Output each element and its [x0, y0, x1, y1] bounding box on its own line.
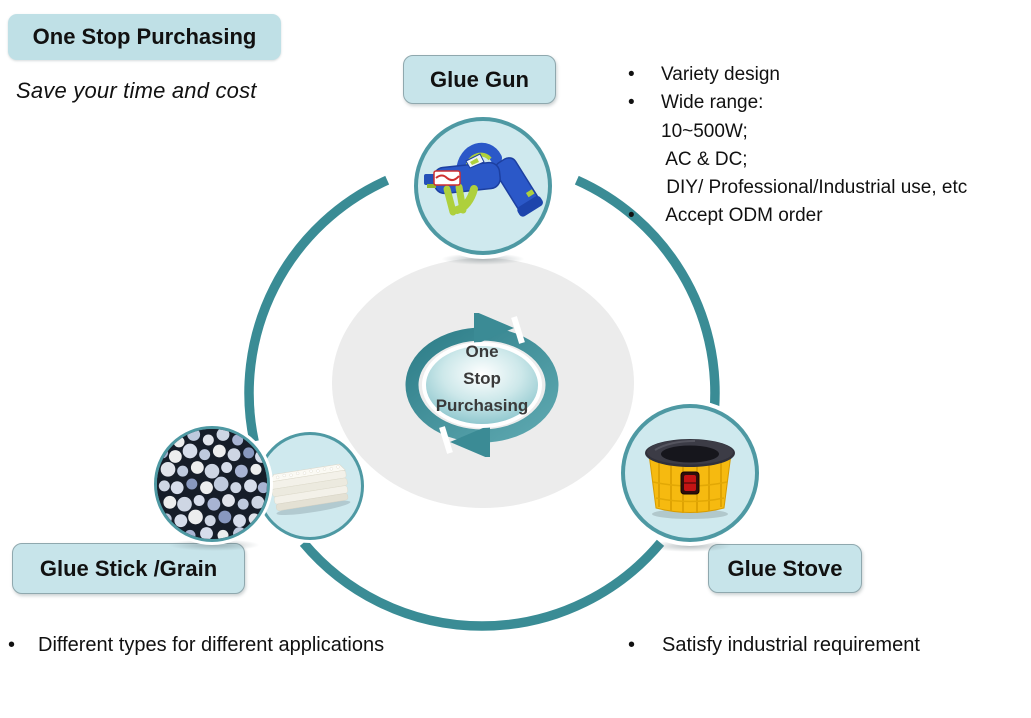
- cycle-line-one: One: [465, 342, 499, 361]
- bullet-icon: •: [628, 64, 635, 85]
- bullet-icon: •: [8, 634, 16, 656]
- feature-item: • Wide range:: [615, 89, 1025, 117]
- glue-gun-image: [424, 142, 543, 217]
- glue-stove-circle: [621, 404, 759, 542]
- glue-grain-circle: [154, 426, 270, 542]
- feature-item: DIY/ Professional/Industrial use, etc: [615, 174, 1025, 202]
- glue-gun-label: Glue Gun: [403, 55, 556, 104]
- note-glue-stick: • Different types for different applicat…: [8, 634, 568, 657]
- page-title: One Stop Purchasing: [8, 14, 281, 60]
- tagline-text: Save your time and cost: [16, 78, 257, 103]
- glue-gun-feature-list: • Variety design • Wide range: 10~500W; …: [615, 61, 1025, 231]
- glue-gun-circle: [414, 117, 552, 255]
- feature-text: AC & DC;: [661, 148, 748, 170]
- glue-grain-image: [157, 429, 267, 539]
- glue-stove-label: Glue Stove: [708, 544, 862, 593]
- cycle-center-label: One Stop Purchasing: [402, 338, 562, 419]
- glue-stove-image: [645, 439, 735, 519]
- cycle-line-stop: Stop: [463, 369, 501, 388]
- feature-item: • Variety design: [615, 61, 1025, 89]
- feature-text: 10~500W;: [661, 120, 748, 142]
- feature-item: • Accept ODM order: [615, 202, 1025, 230]
- note-text: Different types for different applicatio…: [38, 634, 385, 656]
- feature-item: 10~500W;: [615, 118, 1025, 146]
- bullet-icon: [628, 146, 661, 174]
- bullet-icon: •: [628, 205, 635, 227]
- glue-gun-shadow: [441, 253, 525, 265]
- feature-text: Variety design: [661, 64, 780, 85]
- cycle-line-purchasing: Purchasing: [435, 396, 529, 415]
- note-text: Satisfy industrial requirement: [662, 634, 920, 656]
- bullet-icon: •: [628, 634, 636, 656]
- bullet-icon: [628, 118, 661, 146]
- glue-stove-shadow: [648, 540, 732, 552]
- feature-text: DIY/ Professional/Industrial use, etc: [661, 177, 968, 199]
- bullet-icon: •: [628, 92, 635, 114]
- note-glue-stove: • Satisfy industrial requirement: [628, 634, 1028, 657]
- glue-grain-shadow: [168, 539, 260, 551]
- bullet-icon: [628, 174, 661, 202]
- glue-stick-grain-label: Glue Stick /Grain: [12, 543, 245, 594]
- glue-stick-image: [269, 463, 351, 516]
- feature-item: AC & DC;: [615, 146, 1025, 174]
- glue-stick-circle: [256, 432, 364, 540]
- feature-text: Accept ODM order: [661, 205, 823, 227]
- cycle-arrows-icon: [405, 313, 559, 457]
- feature-text: Wide range:: [661, 92, 764, 114]
